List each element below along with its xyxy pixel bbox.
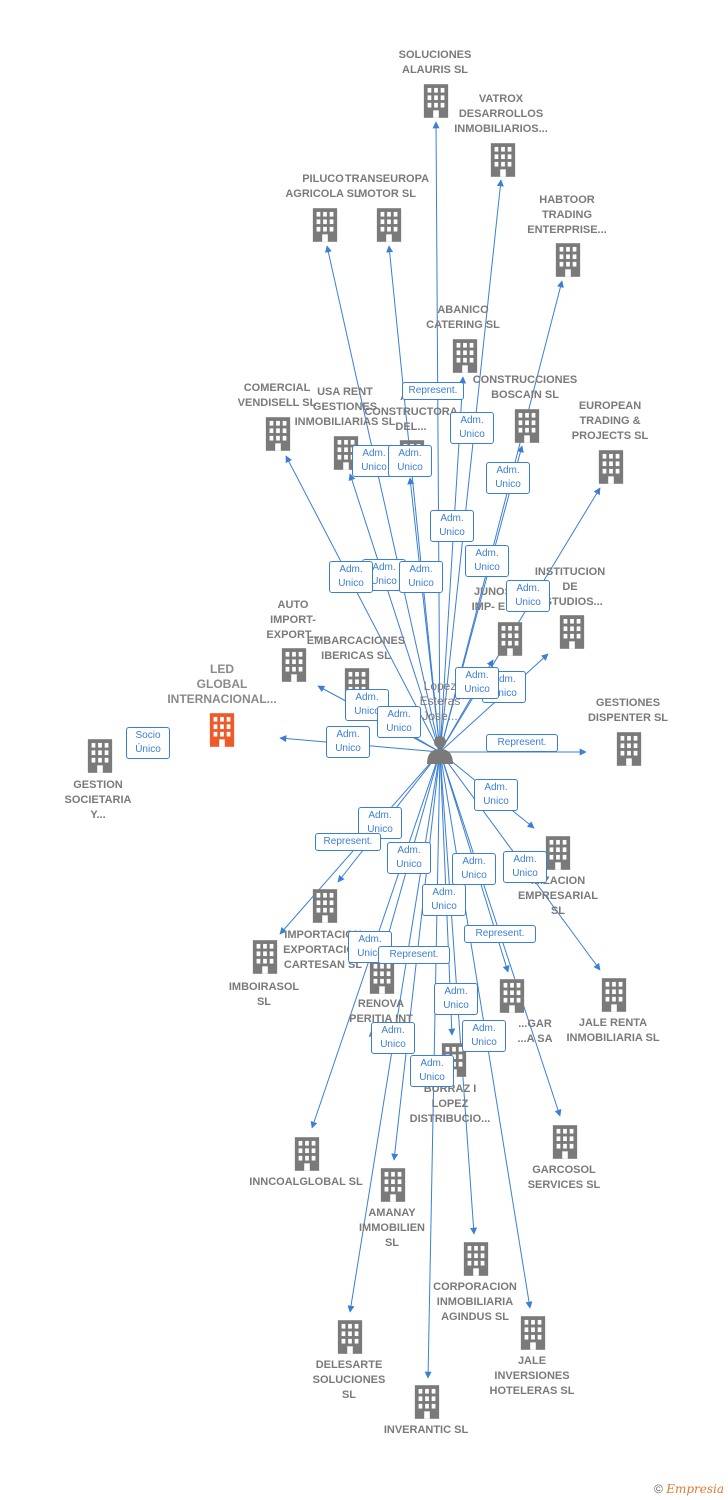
edge-role-label[interactable]: Adm. Unico — [329, 561, 373, 593]
company-name[interactable]: VATROX DESARROLLOS INMOBILIARIOS... — [454, 93, 548, 135]
company-name[interactable]: GESTIONES DISPENTER SL — [587, 697, 669, 724]
company-name[interactable]: JALE INVERSIONES HOTELERAS SL — [489, 1355, 575, 1397]
company-name[interactable]: DELESARTE SOLUCIONES SL — [312, 1359, 386, 1401]
edge-role-label[interactable]: Adm. Unico — [434, 983, 478, 1015]
building-icon[interactable] — [616, 732, 642, 766]
building-icon[interactable] — [312, 208, 338, 242]
edge-line-c7 — [285, 455, 441, 753]
building-icon[interactable] — [376, 208, 402, 242]
edge-role-label[interactable]: Represent. — [378, 946, 450, 964]
company-name[interactable]: GESTION SOCIETARIA Y... — [64, 779, 132, 821]
company-name[interactable]: IMBOIRASOL SL — [228, 981, 300, 1008]
company-name[interactable]: AUTO IMPORT- EXPORT... — [266, 599, 320, 641]
building-icon[interactable] — [601, 978, 627, 1012]
building-icon[interactable] — [545, 836, 571, 870]
edge-role-label[interactable]: Adm. Unico — [455, 667, 499, 699]
building-icon[interactable] — [552, 1125, 578, 1159]
building-icon[interactable] — [514, 409, 540, 443]
edge-role-label[interactable]: Adm. Unico — [387, 842, 431, 874]
edge-role-label[interactable]: Adm. Unico — [410, 1055, 454, 1087]
edge-role-label[interactable]: Adm. Unico — [462, 1020, 506, 1052]
edge-role-label[interactable]: Adm. Unico — [486, 462, 530, 494]
edge-line-c12 — [439, 653, 549, 753]
company-name[interactable]: ABANICO CATERING SL — [426, 304, 500, 331]
edge-line-c4 — [386, 245, 441, 753]
edge-line-c2 — [439, 179, 504, 753]
edge-line-c9 — [407, 477, 441, 753]
edge-role-label[interactable]: Adm. Unico — [399, 561, 443, 593]
company-name[interactable]: EUROPEAN TRADING & PROJECTS SL — [571, 400, 649, 442]
edge-role-label[interactable]: Adm. Unico — [326, 726, 370, 758]
edge-role-label[interactable]: Adm. Unico — [450, 412, 494, 444]
edge-role-label[interactable]: Adm. Unico — [371, 1022, 415, 1054]
edge-role-label[interactable]: Adm. Unico — [430, 510, 474, 542]
building-icon[interactable] — [463, 1242, 489, 1276]
company-name[interactable]: TRANSEUROPA MOTOR SL — [344, 173, 430, 200]
company-name[interactable]: USA RENT GESTIONES INMOBILIARIAS SL — [294, 386, 396, 428]
edge-role-label[interactable]: Adm. Unico — [474, 779, 518, 811]
company-name[interactable]: CONSTRUCCIONES BOSCAIN SL — [472, 374, 578, 401]
copyright-symbol: © — [654, 1482, 663, 1496]
person-icon[interactable] — [427, 736, 453, 764]
building-icon[interactable] — [294, 1137, 320, 1171]
company-name[interactable]: INVERANTIC SL — [383, 1424, 469, 1436]
company-name[interactable]: GARCOSOL SERVICES SL — [527, 1164, 601, 1191]
building-icon[interactable] — [312, 889, 338, 923]
company-name[interactable]: JALE RENTA INMOBILIARIA SL — [566, 1017, 660, 1044]
edge-line-c8 — [348, 473, 441, 753]
building-icon[interactable] — [87, 739, 113, 773]
company-name[interactable]: BURRAZ I LOPEZ DISTRIBUCIO... — [409, 1083, 491, 1125]
building-icon[interactable] — [337, 1320, 363, 1354]
company-name[interactable]: SOLUCIONES ALAURIS SL — [398, 49, 472, 76]
edge-role-label[interactable]: Adm. Unico — [503, 851, 547, 883]
building-icon[interactable] — [555, 243, 581, 277]
company-name[interactable]: CORPORACION INMOBILIARIA AGINDUS SL — [433, 1281, 517, 1323]
company-name[interactable]: ...IZACION EMPRESARIAL SL — [517, 875, 599, 917]
edge-role-label[interactable]: Represent. — [402, 382, 464, 400]
edge-role-label[interactable]: Represent. — [315, 833, 381, 851]
building-icon[interactable] — [499, 979, 525, 1013]
building-icon[interactable] — [598, 450, 624, 484]
edge-role-label[interactable]: Socio Único — [126, 727, 170, 759]
building-icon[interactable] — [380, 1168, 406, 1202]
company-name[interactable]: PILUCO AGRICOLA SL — [285, 173, 361, 200]
edge-role-label[interactable]: Adm. Unico — [388, 445, 432, 477]
edge-role-label[interactable]: Adm. Unico — [465, 545, 509, 577]
edge-role-label[interactable]: Adm. Unico — [422, 884, 466, 916]
company-name[interactable]: COMERCIAL VENDISELL SL — [237, 382, 317, 409]
company-name[interactable]: HABTOOR TRADING ENTERPRISE... — [527, 194, 607, 236]
edge-role-label[interactable]: Represent. — [486, 734, 558, 752]
nodes-layer — [87, 84, 642, 1419]
edge-line-c11 — [439, 487, 601, 753]
company-name[interactable]: INNCOALGLOBAL SL — [249, 1176, 363, 1188]
company-name[interactable]: AMANAY IMMOBILIEN SL — [359, 1207, 425, 1249]
building-icon[interactable] — [490, 143, 516, 177]
edge-role-label[interactable]: Adm. Unico — [506, 580, 550, 612]
building-icon[interactable] — [414, 1385, 440, 1419]
company-name[interactable]: INSTITUCION DE ESTUDIOS... — [534, 566, 606, 608]
footer: © Empresia — [654, 1482, 724, 1496]
brand-logo[interactable]: Empresia — [666, 1482, 724, 1496]
edge-role-label[interactable]: Represent. — [464, 925, 536, 943]
building-icon[interactable] — [497, 622, 523, 656]
company-name[interactable]: ...GAR ...A SA — [517, 1018, 553, 1045]
building-icon[interactable] — [559, 615, 585, 649]
edge-line-c10 — [439, 445, 524, 753]
edge-line-c3 — [324, 245, 441, 753]
edge-line-c1 — [432, 121, 441, 753]
person-name[interactable]: Lopez Esteras Jose... — [419, 679, 461, 723]
building-icon[interactable] — [452, 339, 478, 373]
company-name[interactable]: LED GLOBAL INTERNACIONAL... — [167, 662, 277, 706]
building-icon[interactable] — [209, 713, 235, 747]
company-name[interactable]: EMBARCACIONES IBERICAS SL — [306, 635, 406, 662]
edge-role-label[interactable]: Adm. Unico — [377, 706, 421, 738]
edge-role-label[interactable]: Adm. Unico — [452, 853, 496, 885]
